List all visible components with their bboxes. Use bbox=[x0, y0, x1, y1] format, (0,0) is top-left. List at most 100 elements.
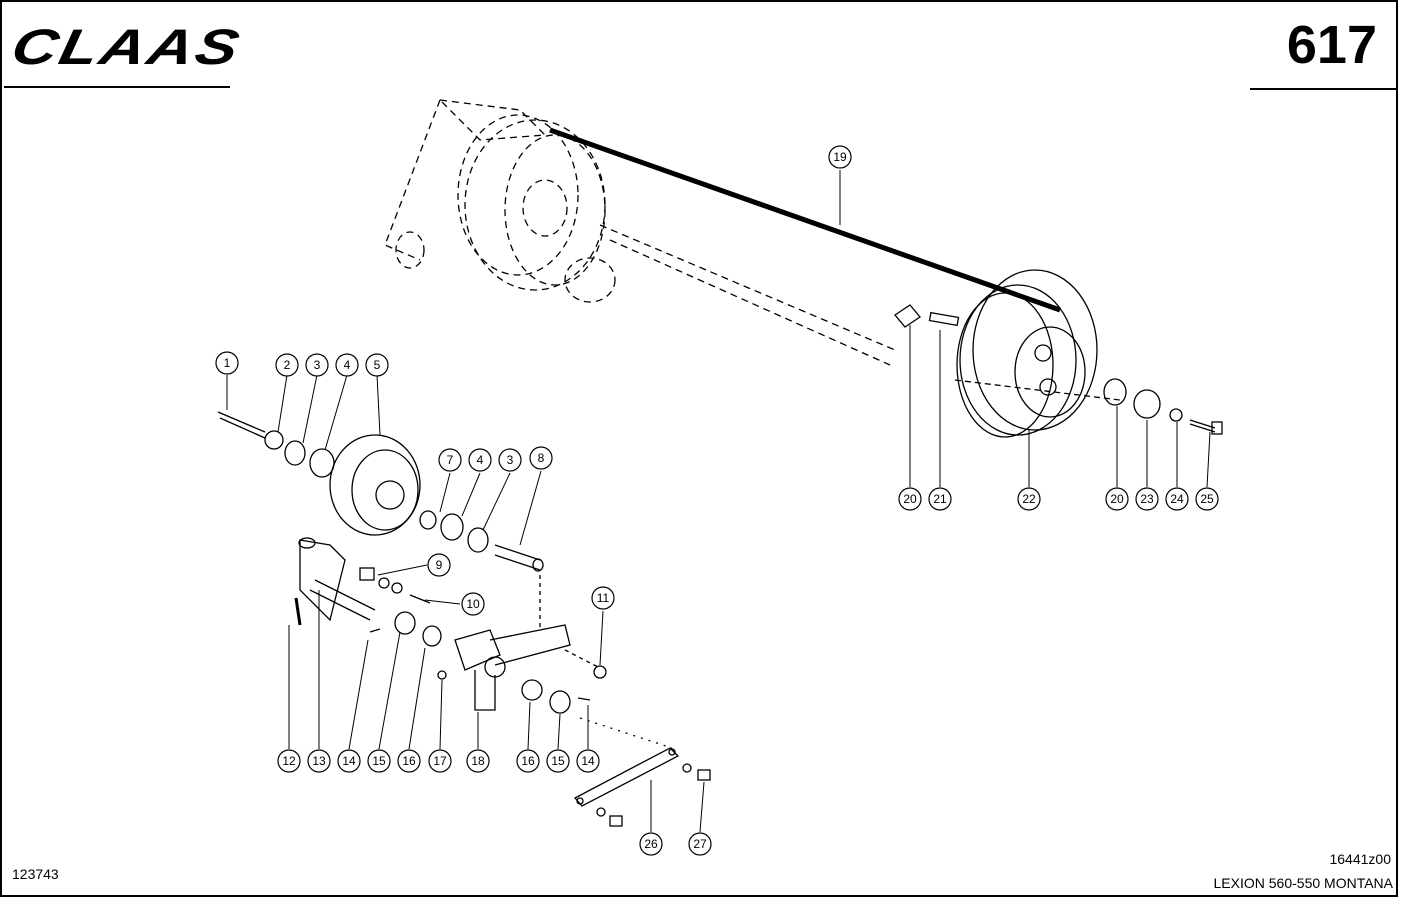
callout-19: 19 bbox=[828, 145, 852, 169]
callout-20: 20 bbox=[1105, 487, 1129, 511]
callout-label: 15 bbox=[551, 754, 565, 768]
callout-circle bbox=[466, 749, 490, 773]
callout-23: 23 bbox=[1135, 487, 1159, 511]
callout-label: 24 bbox=[1170, 492, 1184, 506]
tension-arm-assembly bbox=[294, 537, 607, 714]
callout-circle bbox=[898, 487, 922, 511]
callout-3: 3 bbox=[305, 353, 329, 377]
callout-circle bbox=[828, 145, 852, 169]
callout-label: 26 bbox=[644, 837, 658, 851]
callout-circle bbox=[1017, 487, 1041, 511]
page-number: 617 bbox=[1286, 15, 1377, 75]
callout-15: 15 bbox=[546, 749, 570, 773]
callout-label: 27 bbox=[693, 837, 707, 851]
callout-circle bbox=[397, 749, 421, 773]
callout-label: 18 bbox=[471, 754, 485, 768]
callout-20: 20 bbox=[898, 487, 922, 511]
callout-11: 11 bbox=[591, 586, 615, 610]
callout-label: 4 bbox=[477, 453, 484, 467]
callout-label: 16 bbox=[521, 754, 535, 768]
callout-1: 1 bbox=[215, 351, 239, 375]
callout-label: 20 bbox=[1110, 492, 1124, 506]
callout-circle bbox=[546, 749, 570, 773]
callout-circle bbox=[1165, 487, 1189, 511]
callout-label: 15 bbox=[372, 754, 386, 768]
callout-circle bbox=[498, 448, 522, 472]
callout-4: 4 bbox=[335, 353, 359, 377]
callout-label: 2 bbox=[284, 358, 291, 372]
callout-label: 16 bbox=[402, 754, 416, 768]
callout-15: 15 bbox=[367, 749, 391, 773]
callout-circle bbox=[1105, 487, 1129, 511]
callout-24: 24 bbox=[1165, 487, 1189, 511]
callout-circle bbox=[438, 448, 462, 472]
callout-label: 23 bbox=[1140, 492, 1154, 506]
drawing-ref-left: 123743 bbox=[12, 866, 59, 882]
callout-9: 9 bbox=[427, 553, 451, 577]
large-pulley bbox=[954, 269, 1121, 438]
callout-label: 17 bbox=[433, 754, 447, 768]
model-name: LEXION 560-550 MONTANA bbox=[1213, 875, 1393, 891]
callout-circle bbox=[365, 353, 389, 377]
callout-17: 17 bbox=[428, 749, 452, 773]
callout-2: 2 bbox=[275, 353, 299, 377]
right-hardware bbox=[894, 304, 1223, 435]
callout-circle bbox=[516, 749, 540, 773]
callout-label: 21 bbox=[933, 492, 947, 506]
callout-16: 16 bbox=[397, 749, 421, 773]
callout-27: 27 bbox=[688, 832, 712, 856]
v-belt bbox=[549, 127, 1061, 313]
callout-circle bbox=[305, 353, 329, 377]
callout-22: 22 bbox=[1017, 487, 1041, 511]
callout-circle bbox=[928, 487, 952, 511]
callout-label: 10 bbox=[466, 597, 480, 611]
callout-label: 13 bbox=[312, 754, 326, 768]
link-bar bbox=[573, 717, 711, 827]
callout-circle bbox=[335, 353, 359, 377]
drawing-code: 16441z00 bbox=[1329, 851, 1391, 867]
header-rule-right bbox=[1250, 88, 1398, 90]
callout-circle bbox=[277, 749, 301, 773]
callout-4: 4 bbox=[468, 448, 492, 472]
callout-8: 8 bbox=[529, 446, 553, 470]
callout-12: 12 bbox=[277, 749, 301, 773]
callout-label: 3 bbox=[507, 453, 514, 467]
callout-circle bbox=[529, 446, 553, 470]
callout-label: 14 bbox=[581, 754, 595, 768]
callout-label: 25 bbox=[1200, 492, 1214, 506]
callout-26: 26 bbox=[639, 832, 663, 856]
callout-circle bbox=[688, 832, 712, 856]
callout-label: 8 bbox=[538, 451, 545, 465]
callout-circle bbox=[427, 553, 451, 577]
header-rule-left bbox=[4, 86, 230, 88]
callout-label: 20 bbox=[903, 492, 917, 506]
callout-circle bbox=[1195, 487, 1219, 511]
callout-circle bbox=[591, 586, 615, 610]
callout-25: 25 bbox=[1195, 487, 1219, 511]
callout-circle bbox=[576, 749, 600, 773]
callout-circle bbox=[215, 351, 239, 375]
callout-circle bbox=[461, 592, 485, 616]
callout-7: 7 bbox=[438, 448, 462, 472]
callout-label: 1 bbox=[224, 356, 231, 370]
callout-circle bbox=[1135, 487, 1159, 511]
callout-label: 5 bbox=[374, 358, 381, 372]
callout-circle bbox=[307, 749, 331, 773]
callout-18: 18 bbox=[466, 749, 490, 773]
leader-lines bbox=[226, 170, 1211, 833]
callout-circle bbox=[639, 832, 663, 856]
callout-label: 14 bbox=[342, 754, 356, 768]
idler-pulley-assembly bbox=[217, 411, 544, 572]
callout-label: 22 bbox=[1022, 492, 1036, 506]
callout-14: 14 bbox=[576, 749, 600, 773]
callout-label: 12 bbox=[282, 754, 296, 768]
callout-16: 16 bbox=[516, 749, 540, 773]
callout-circle bbox=[367, 749, 391, 773]
callout-label: 3 bbox=[314, 358, 321, 372]
callout-3: 3 bbox=[498, 448, 522, 472]
callout-label: 11 bbox=[597, 591, 610, 605]
callout-label: 19 bbox=[833, 150, 847, 164]
